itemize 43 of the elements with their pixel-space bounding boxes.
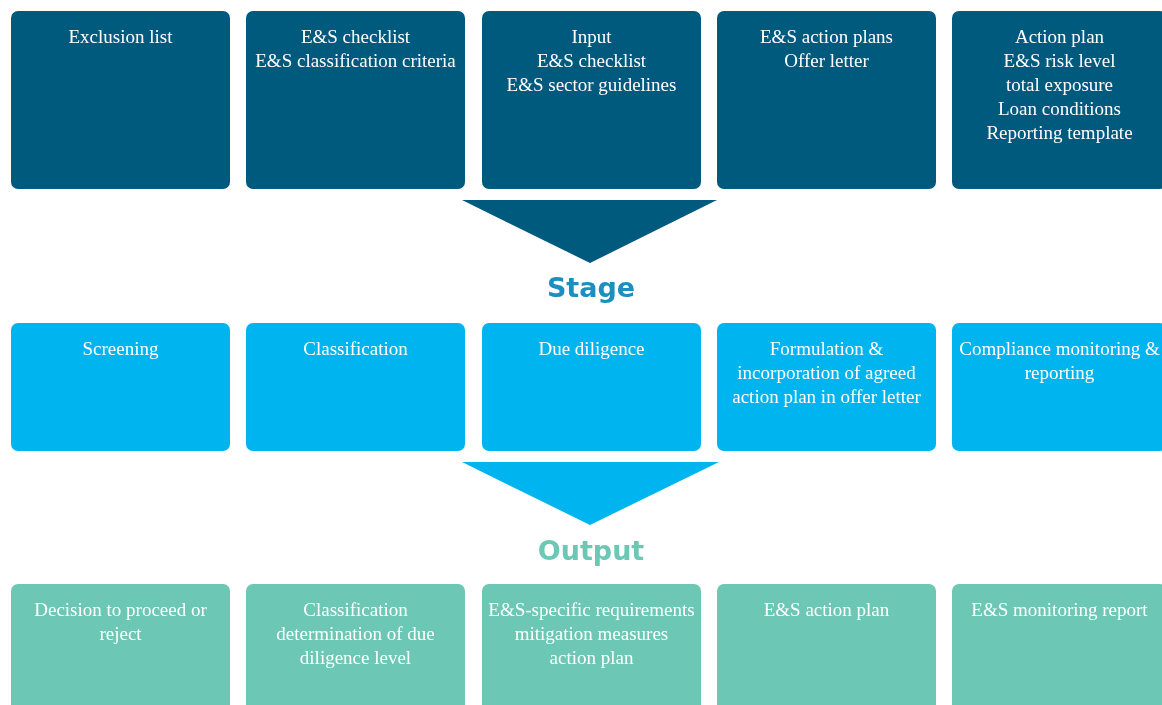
box-text: E&S checklist — [535, 49, 648, 73]
box-text: E&S action plans — [759, 25, 894, 49]
input-box — [952, 11, 1162, 189]
box-text: Decision to proceed or reject — [33, 598, 208, 646]
box-text: Classification — [302, 598, 409, 622]
box-text: E&S sector guidelines — [505, 73, 678, 97]
box-text: Reporting template — [985, 121, 1134, 145]
output-box — [482, 584, 701, 705]
box-text: Action plan — [1013, 25, 1106, 49]
box-text: action plan — [548, 646, 635, 670]
box-text: Compliance monitoring & reporting — [958, 337, 1161, 385]
input-box — [717, 11, 936, 189]
box-text: Formulation & incorporation of agreed action plan in offer letter — [731, 337, 922, 409]
stage-box — [11, 323, 230, 451]
input-box — [246, 11, 465, 189]
box-text: Loan conditions — [997, 97, 1122, 121]
output-box — [11, 584, 230, 705]
box-text: Input — [570, 25, 613, 49]
stage-box — [246, 323, 465, 451]
output-box — [952, 584, 1162, 705]
box-text: Screening — [81, 337, 160, 361]
row-heading: Stage — [545, 272, 637, 303]
box-text: E&S monitoring report — [970, 598, 1149, 622]
output-box — [246, 584, 465, 705]
box-text: E&S action plan — [762, 598, 891, 622]
input-box — [482, 11, 701, 189]
box-text: E&S classification criteria — [254, 49, 457, 73]
box-text: mitigation measures — [513, 622, 670, 646]
row-heading: Output — [536, 535, 646, 566]
box-text: Due diligence — [537, 337, 646, 361]
box-text: E&S risk level — [1002, 49, 1117, 73]
box-text: E&S checklist — [299, 25, 412, 49]
stage-box — [952, 323, 1162, 451]
input-box — [11, 11, 230, 189]
box-text: Exclusion list — [67, 25, 174, 49]
box-text: E&S-specific requirements — [488, 598, 695, 622]
stage-box — [717, 323, 936, 451]
stage-box — [482, 323, 701, 451]
box-text: Classification — [302, 337, 409, 361]
output-box — [717, 584, 936, 705]
box-text: determination of due diligence level — [275, 622, 436, 670]
box-text: total exposure — [1004, 73, 1115, 97]
box-text: Offer letter — [783, 49, 870, 73]
